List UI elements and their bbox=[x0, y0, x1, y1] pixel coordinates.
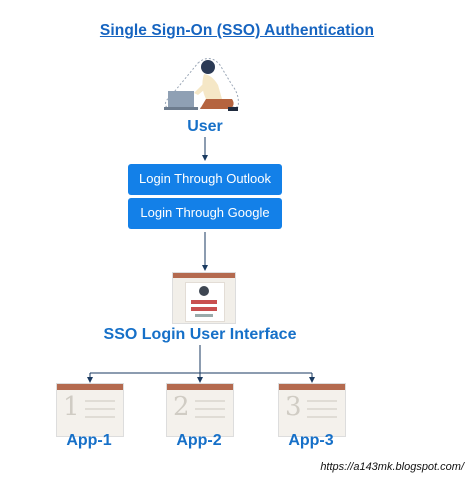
app-2-number: 2 bbox=[173, 392, 190, 422]
login-outlook-button[interactable]: Login Through Outlook bbox=[128, 164, 282, 195]
app-1-label: App-1 bbox=[66, 432, 112, 449]
app-2-card: 2 bbox=[166, 383, 234, 437]
app-2-label: App-2 bbox=[176, 432, 222, 449]
sso-login-form-icon bbox=[172, 272, 236, 324]
app-1-number: 1 bbox=[63, 392, 80, 422]
app-3-number: 3 bbox=[285, 392, 302, 422]
app-3-label: App-3 bbox=[288, 432, 334, 449]
blog-link[interactable]: https://a143mk.blogspot.com/ bbox=[320, 461, 464, 473]
avatar-icon bbox=[199, 286, 209, 296]
app-1-card: 1 bbox=[56, 383, 124, 437]
diagram-title: Single Sign-On (SSO) Authentication bbox=[99, 22, 375, 39]
user-label: User bbox=[187, 118, 223, 135]
user-illustration bbox=[164, 58, 239, 111]
app-3-card: 3 bbox=[278, 383, 346, 437]
login-google-button[interactable]: Login Through Google bbox=[128, 198, 282, 229]
sso-interface-label: SSO Login User Interface bbox=[103, 326, 297, 343]
